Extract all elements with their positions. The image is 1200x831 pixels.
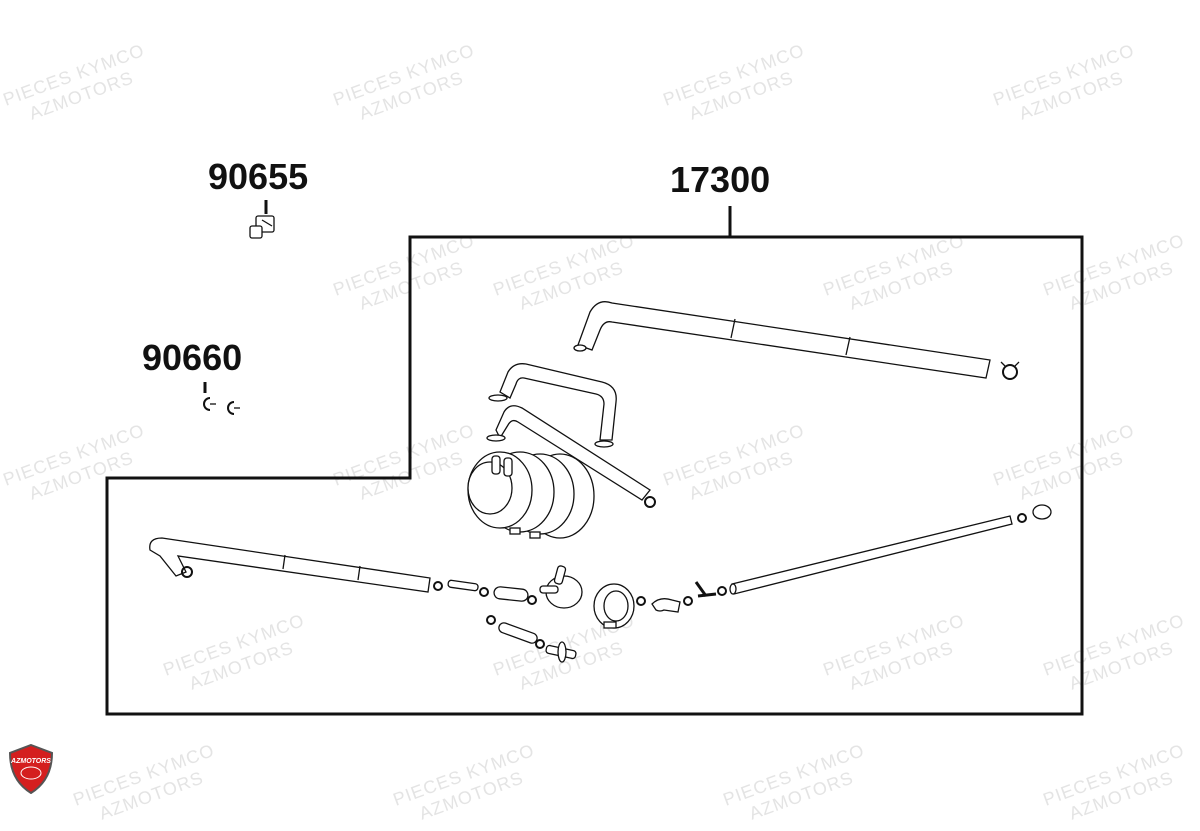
charcoal-canister bbox=[467, 451, 595, 539]
azmotors-logo bbox=[8, 744, 54, 794]
logo-text: AZMOTORS bbox=[11, 758, 51, 765]
assembly-outline-17300 bbox=[105, 235, 1084, 716]
part-label-90655[interactable]: 90655 bbox=[208, 156, 309, 197]
canister-hose bbox=[486, 405, 656, 508]
upper-hose bbox=[573, 301, 1020, 380]
middle-fittings bbox=[447, 565, 727, 629]
u-hose bbox=[488, 363, 617, 448]
parts-diagram bbox=[105, 200, 1084, 716]
part-90660-clips bbox=[203, 397, 240, 415]
right-long-hose bbox=[729, 504, 1052, 595]
part-label-90660[interactable]: 90660 bbox=[142, 337, 243, 378]
left-lower-hose bbox=[149, 537, 443, 593]
lower-branch bbox=[486, 615, 577, 663]
part-90655-clip bbox=[249, 215, 275, 239]
part-label-17300[interactable]: 17300 bbox=[670, 159, 771, 200]
